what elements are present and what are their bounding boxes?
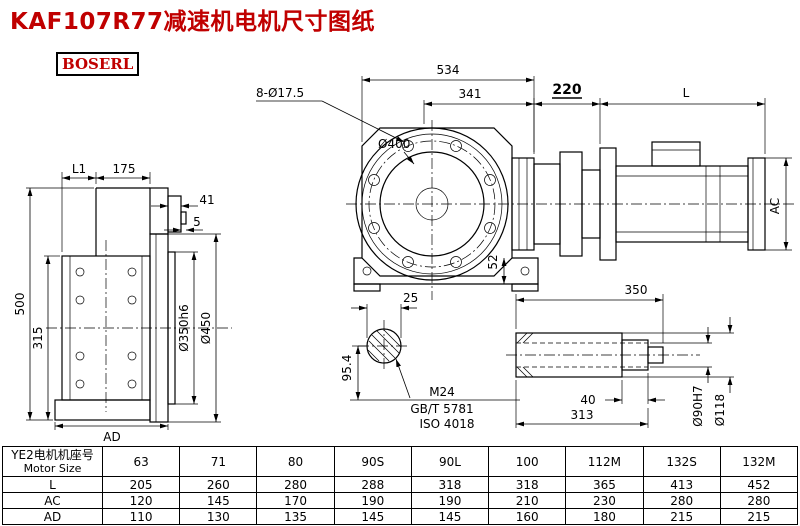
table-header-motor-size: YE2电机机座号 Motor Size — [2, 446, 103, 477]
table-cell: 260 — [179, 476, 258, 493]
dim-118-label: Ø118 — [713, 394, 727, 426]
brand-logo: BOSERL — [56, 52, 140, 76]
table-cell: 145 — [333, 508, 412, 525]
page-title: KAF107R77减速机电机尺寸图纸 — [10, 9, 376, 35]
dim-90h7-label: Ø90H7 — [691, 385, 705, 426]
left-side-view: L1 175 41 5 500 315 Ø350h6 Ø450 AD — [13, 162, 232, 444]
front-view: Ø400 8-Ø17.5 534 341 52 — [256, 63, 795, 300]
table-cell: 190 — [333, 492, 412, 509]
row-label: AD — [2, 508, 103, 525]
table-cell: 205 — [101, 476, 181, 493]
table-cell: 120 — [101, 492, 181, 509]
dim-315-label: 315 — [31, 327, 45, 350]
col-header: 90S — [333, 446, 412, 477]
col-header: 100 — [488, 446, 567, 477]
dim-bolt-holes-label: 8-Ø17.5 — [256, 86, 304, 100]
dim-341-label: 341 — [459, 87, 482, 101]
dimension-drawing: L1 175 41 5 500 315 Ø350h6 Ø450 AD — [13, 63, 795, 444]
dim-41-label: 41 — [199, 193, 214, 207]
col-header: 71 — [179, 446, 258, 477]
dim-40-label: 40 — [580, 393, 595, 407]
dim-95-4-label: 95.4 — [340, 355, 354, 382]
row-label: AC — [2, 492, 103, 509]
table-row-L: L 205 260 280 288 318 318 365 413 452 — [2, 476, 799, 493]
dim-534-label: 534 — [437, 63, 460, 77]
standard-gb-label: GB/T 5781 — [410, 402, 473, 416]
thread-m24-label: M24 — [429, 385, 455, 399]
output-shaft-section: 25 95.4 M24 GB/T 5781 ISO 4018 — [340, 291, 520, 431]
table-cell: 365 — [565, 476, 644, 493]
table-cell: 215 — [642, 508, 721, 525]
table-header-cn: YE2电机机座号 — [11, 448, 94, 462]
dim-450-label: Ø450 — [199, 312, 213, 344]
table-cell: 452 — [719, 476, 799, 493]
table-cell: 288 — [333, 476, 412, 493]
table-cell: 318 — [488, 476, 567, 493]
table-cell: 160 — [488, 508, 567, 525]
motor-size-table: YE2电机机座号 Motor Size 63 71 80 90S 90L 100… — [2, 446, 799, 525]
col-header: 132M — [719, 446, 799, 477]
dim-220-label: 220 — [552, 82, 581, 98]
dim-400-label: Ø400 — [378, 137, 410, 151]
dim-313-label: 313 — [571, 408, 594, 422]
table-cell: 110 — [101, 508, 181, 525]
table-row-AC: AC 120 145 170 190 190 210 230 280 280 — [2, 492, 799, 509]
dim-ac-label: AC — [768, 198, 782, 214]
col-header: 112M — [565, 446, 644, 477]
table-cell: 130 — [179, 508, 258, 525]
col-header: 63 — [101, 446, 181, 477]
table-cell: 145 — [179, 492, 258, 509]
table-cell: 318 — [410, 476, 490, 493]
col-header: 132S — [642, 446, 721, 477]
table-cell: 215 — [719, 508, 799, 525]
standard-iso-label: ISO 4018 — [420, 417, 475, 431]
dim-350-label: 350 — [625, 283, 648, 297]
dim-ad-label: AD — [103, 430, 120, 444]
table-cell: 280 — [256, 476, 335, 493]
table-cell: 180 — [565, 508, 644, 525]
motor-side-view: 220 L AC — [533, 82, 792, 261]
dim-175-label: 175 — [113, 162, 136, 176]
col-header: 90L — [410, 446, 490, 477]
table-cell: 280 — [719, 492, 799, 509]
table-row-AD: AD 110 130 135 145 145 160 180 215 215 — [2, 508, 799, 525]
table-header-en: Motor Size — [23, 462, 82, 475]
dim-52-label: 52 — [486, 254, 500, 269]
dim-350h6-label: Ø350h6 — [177, 304, 191, 352]
dim-l1-label: L1 — [72, 162, 86, 176]
hollow-shaft-detail: 350 40 313 Ø90H7 Ø118 — [506, 283, 734, 428]
table-cell: 210 — [488, 492, 567, 509]
table-cell: 190 — [410, 492, 490, 509]
dim-l-label: L — [683, 86, 690, 100]
row-label: L — [2, 476, 103, 493]
table-cell: 280 — [642, 492, 721, 509]
dim-5-label: 5 — [193, 215, 201, 229]
table-cell: 135 — [256, 508, 335, 525]
dim-500-label: 500 — [13, 293, 27, 316]
table-cell: 170 — [256, 492, 335, 509]
table-cell: 413 — [642, 476, 721, 493]
col-header: 80 — [256, 446, 335, 477]
table-cell: 145 — [410, 508, 490, 525]
dim-25-label: 25 — [403, 291, 418, 305]
table-cell: 230 — [565, 492, 644, 509]
